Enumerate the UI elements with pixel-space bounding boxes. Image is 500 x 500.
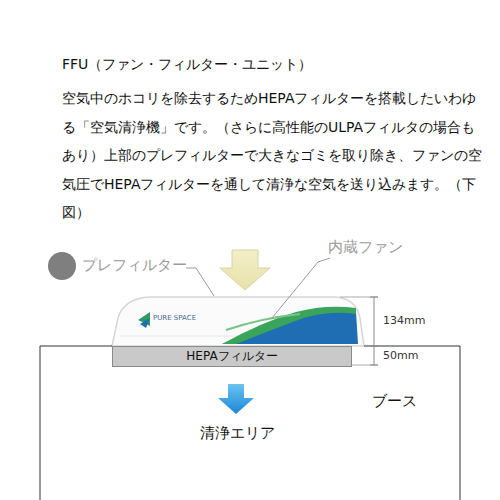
filter-label: HEPAフィルター: [186, 348, 277, 365]
dimension-label: 50mm: [383, 349, 418, 362]
dimension-line: [374, 297, 375, 365]
dimension-label: 134mm: [383, 314, 425, 327]
part-label: 内蔵ファン: [328, 238, 403, 256]
area-label: 清浄エリア: [200, 424, 275, 442]
leader-line: [186, 268, 214, 296]
area-label: ブース: [372, 392, 417, 410]
part-label: プレフィルター: [82, 256, 187, 274]
logo-text: PURE SPACE: [153, 314, 196, 322]
outflow-arrow: [218, 384, 254, 414]
heading: FFU（ファン・フィルター・ユニット）: [62, 56, 312, 73]
leader-line: [272, 258, 330, 318]
marker-dot: [48, 252, 76, 280]
intake-arrow: [220, 250, 270, 290]
booth-wall: [364, 346, 460, 500]
description: 空気中のホコリを除去するためHEPAフィルターを搭載したいわゆる「空気清浄機」で…: [62, 84, 482, 227]
unit-housing: [112, 297, 364, 346]
filter-bar: HEPAフィルター: [112, 346, 352, 367]
booth-wall: [40, 346, 112, 500]
